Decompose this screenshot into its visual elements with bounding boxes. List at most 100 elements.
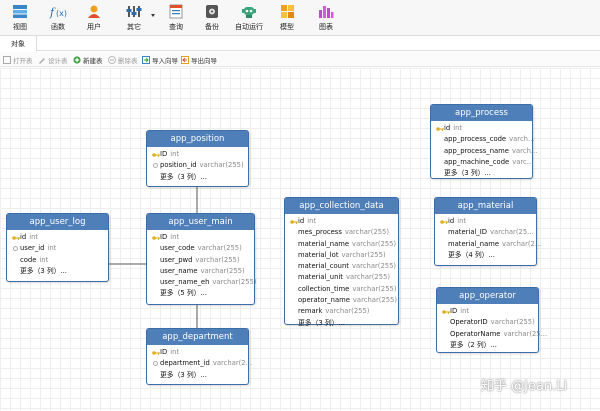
more-columns-row[interactable]: 更多（3 列）... [435,168,528,179]
toolbar-label: 视图 [13,23,27,31]
new-table-button[interactable]: 新建表 [73,55,103,65]
toolbar-backup-button[interactable]: 备份 [194,3,230,32]
column-name: app_process_name [444,146,509,155]
table-header: app_material [435,198,536,214]
column-name: id [444,124,451,132]
toolbar-function-button[interactable]: f(x) 函数 [40,3,76,32]
tab-bar: 对象 [0,36,600,51]
table-header: app_user_main [147,214,254,230]
toolbar-user-button[interactable]: 用户 [76,3,112,32]
more-columns-row[interactable]: 更多（3 列）... [151,370,244,381]
more-columns-row[interactable]: 更多（4 列）... [439,250,532,261]
column-name: id [298,217,305,225]
more-columns-row[interactable]: 更多（5 列）... [151,288,250,299]
export-wizard-button[interactable]: 导出向导 [181,55,217,65]
column-type: varch... [509,135,535,144]
other-icon [126,3,143,20]
toolbar-model-button[interactable]: 模型 [269,3,305,32]
toolbar-view-button[interactable]: 视图 [2,3,38,32]
import-wizard-button[interactable]: 导入向导 [142,55,178,65]
more-columns-row[interactable]: 更多（3 列）... [151,172,244,183]
column-name: ID [160,233,168,241]
primary-key-icon [11,235,20,241]
function-icon: f(x) [49,3,67,20]
column-name: user_pwd [160,255,193,264]
toolbar-chart-button[interactable]: 图表 [308,3,344,32]
column-type: varchar(255) [341,250,386,259]
column-name: collection_time [298,284,350,293]
column-type: int [39,255,49,264]
column-type: varch... [512,146,538,155]
more-columns-row[interactable]: 更多（3 列）... [11,266,104,277]
design-table-button[interactable]: 设计表 [38,55,68,65]
table-header: app_process [431,105,532,121]
column-type: varchar(255) [212,278,257,287]
column-type: int [307,217,317,225]
primary-key-icon [289,219,298,225]
more-columns-row[interactable]: 更多（3 列）... [289,318,394,329]
toolbar-other-button[interactable]: 其它 [116,3,152,32]
import-icon [142,56,150,64]
tab-objects[interactable]: 对象 [0,36,37,51]
column-name: app_machine_code [444,157,510,166]
column-name: OperatorName [450,329,501,338]
column-name: position_id [160,161,197,170]
object-toolbar: 打开表 设计表 新建表 删除表 导入向导 导出向导 [0,52,600,67]
column-type: int [170,348,180,356]
toolbar-autorun-button[interactable]: 自动运行 [231,3,267,32]
column-name: user_id [20,244,45,253]
column-name: material_unit [298,273,343,282]
column-type: varchar(255) [195,255,240,264]
foreign-key-icon [151,361,160,367]
column-name: 更多（3 列）... [20,266,67,275]
other-dropdown-arrow-icon[interactable] [151,14,155,17]
delete-table-button[interactable]: 删除表 [108,55,138,65]
toolbar-query-button[interactable]: 查询 [158,3,194,32]
backup-icon [204,3,221,20]
open-table-button[interactable]: 打开表 [3,55,33,65]
more-columns-row[interactable]: 更多（2 列）... [441,340,534,351]
delete-icon [108,56,116,64]
open-table-label: 打开表 [13,57,33,65]
